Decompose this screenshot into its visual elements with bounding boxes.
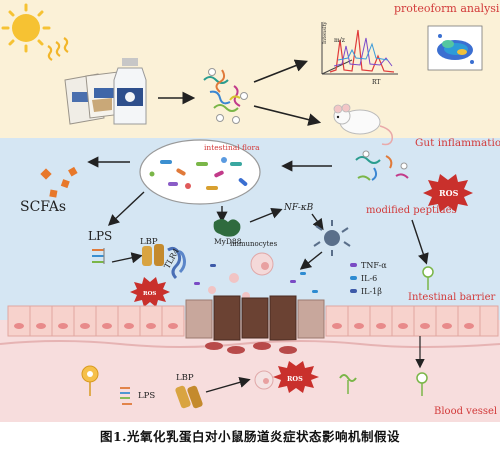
ros-label-right: ROS bbox=[439, 188, 459, 198]
scfas-label: SCFAs bbox=[20, 199, 66, 215]
bacteria-icon bbox=[149, 157, 248, 190]
arrow-to-mouse bbox=[253, 105, 322, 126]
arrow-lbp-to-cell bbox=[205, 376, 251, 393]
vessel-wall bbox=[0, 340, 500, 348]
myd88-protein-icon bbox=[213, 219, 241, 237]
light-rays-icon bbox=[47, 37, 69, 61]
cytokine-legend bbox=[350, 263, 357, 293]
barrier-marker-icon bbox=[422, 266, 434, 290]
arrow-lps-to-lbp bbox=[111, 252, 143, 264]
gut-inflammation-label: Gut inflammation bbox=[415, 137, 500, 149]
scattered-cytokines-icon bbox=[194, 264, 318, 293]
epithelial-cells-right bbox=[325, 305, 499, 337]
arrow-to-proteoform bbox=[253, 59, 308, 83]
lbp-label-top: LBP bbox=[140, 237, 158, 247]
blood-vessel-label: Blood vessel bbox=[434, 406, 497, 417]
lbp-bottom-icon bbox=[175, 385, 203, 409]
milk-powder-bags-icon bbox=[64, 71, 123, 125]
arrow-nfkb-to-cell bbox=[311, 213, 324, 231]
epithelial-cells-left bbox=[7, 305, 185, 337]
lps-label-top: LPS bbox=[88, 229, 112, 243]
ros-burst-right-icon bbox=[423, 174, 473, 212]
arrow-myd88-to-nfkb bbox=[249, 207, 283, 223]
axis-intensity: Intensity bbox=[322, 21, 328, 44]
ros-label-bottom: ROS bbox=[287, 375, 303, 383]
photooxidized-protein-molecules-icon bbox=[203, 68, 248, 124]
sun-icon bbox=[1, 3, 51, 53]
tnf-label: TNF-α bbox=[361, 261, 387, 270]
activated-immune-cell-icon bbox=[313, 220, 351, 256]
vessel-marker-icon bbox=[416, 372, 428, 396]
arrow-flora-to-lps bbox=[107, 191, 145, 226]
immunocytes-label: immunocytes bbox=[230, 240, 278, 248]
lps-label-bottom: LPS bbox=[138, 391, 155, 401]
il6-label: IL-6 bbox=[361, 274, 377, 283]
nuclei-icon bbox=[14, 323, 474, 329]
scfa-molecules-icon bbox=[40, 166, 78, 198]
milk-bottle-icon bbox=[113, 58, 147, 125]
lps-molecule-icon bbox=[92, 248, 105, 264]
arrow-peptides-to-barrier bbox=[411, 219, 429, 265]
green-receptor-icon bbox=[339, 374, 357, 394]
axis-mz: m/z bbox=[334, 37, 345, 44]
immunocytes-icon bbox=[208, 252, 274, 300]
lps-bottom-icon bbox=[120, 387, 132, 405]
lbp-protein-icon bbox=[142, 244, 164, 266]
red-blood-cells-icon bbox=[205, 342, 297, 354]
intestinal-barrier-label: Intestinal barrier bbox=[408, 292, 495, 303]
spectrum-plot-icon: Intensity m/z RT bbox=[321, 21, 398, 86]
immune-cell-bottom-mid-icon bbox=[254, 370, 274, 390]
lbp-label-bottom: LBP bbox=[176, 373, 194, 383]
immune-cell-bottom-left-icon bbox=[81, 365, 99, 396]
il1b-label: IL-1β bbox=[361, 287, 382, 296]
ros-label-mid: ROS bbox=[143, 291, 156, 297]
tlr4-receptor-icon bbox=[167, 246, 186, 280]
proteoform-analysis-title: proteoform analysis bbox=[394, 2, 500, 15]
axis-rt: RT bbox=[372, 79, 380, 86]
modified-peptides-icon bbox=[355, 150, 409, 181]
ros-burst-bottom-icon bbox=[273, 361, 319, 393]
damaged-epithelial-cells bbox=[185, 295, 325, 341]
mechanism-diagram: proteoform analysis Intensity m/z RT Gut… bbox=[0, 0, 500, 422]
ros-burst-mid-icon bbox=[130, 277, 170, 307]
modified-peptides-label: modified peptides bbox=[366, 205, 457, 216]
myd88-label: MyD88 bbox=[214, 237, 242, 246]
figure-caption: 图1.光氧化乳蛋白对小鼠肠道炎症状态影响机制假设 bbox=[99, 429, 401, 444]
intestinal-flora-ellipse bbox=[139, 139, 261, 205]
arrow-cell-to-cytokines bbox=[299, 251, 323, 270]
nfkb-label: NF-κB bbox=[283, 203, 314, 213]
intestinal-flora-label: intestinal flora bbox=[204, 143, 260, 152]
mouse-icon bbox=[333, 103, 393, 146]
heatmap-icon bbox=[427, 25, 483, 71]
